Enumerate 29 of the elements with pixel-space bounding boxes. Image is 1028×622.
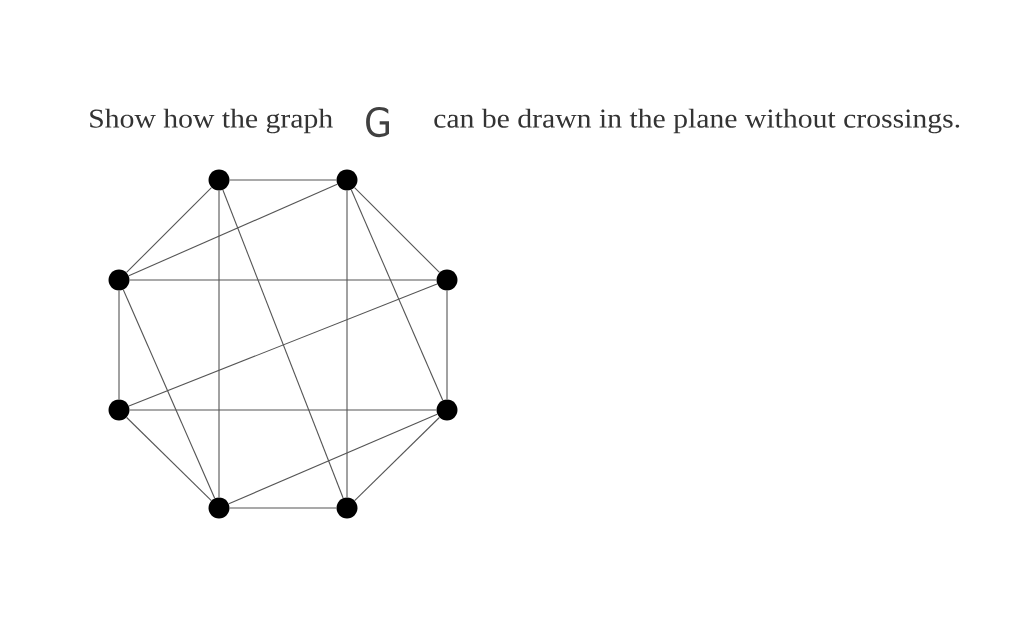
vertex-dot (336, 169, 358, 191)
vertex-dot (336, 497, 358, 519)
graph-edge (222, 189, 344, 499)
vertex-dot (436, 399, 458, 421)
graph-edge (218, 190, 220, 498)
graph-edge (350, 189, 444, 401)
graph-edge (118, 290, 120, 400)
graph-edge (446, 290, 448, 400)
graph-edge (354, 416, 440, 502)
vertex-dot (108, 399, 130, 421)
graph-edge (129, 279, 437, 281)
graph-letter: G (366, 106, 389, 138)
question-text: can be drawn in the plane without crossings. (434, 108, 960, 134)
graph-edge (126, 187, 212, 273)
graph-edge (128, 283, 438, 407)
vertex-dot (436, 269, 458, 291)
graph-edge (128, 183, 338, 277)
graph-edge (126, 416, 212, 502)
graph-edge (346, 190, 348, 498)
graph-edge (122, 289, 216, 499)
graph-edge (354, 187, 440, 273)
question-text: Show how the graph (90, 108, 333, 134)
graph-edge (228, 413, 438, 505)
vertex-dot (108, 269, 130, 291)
vertex-dot (208, 497, 230, 519)
graph-edge (229, 179, 337, 181)
vertex-dot (208, 169, 230, 191)
graph-edge (229, 507, 337, 509)
graph-edge (129, 409, 437, 411)
